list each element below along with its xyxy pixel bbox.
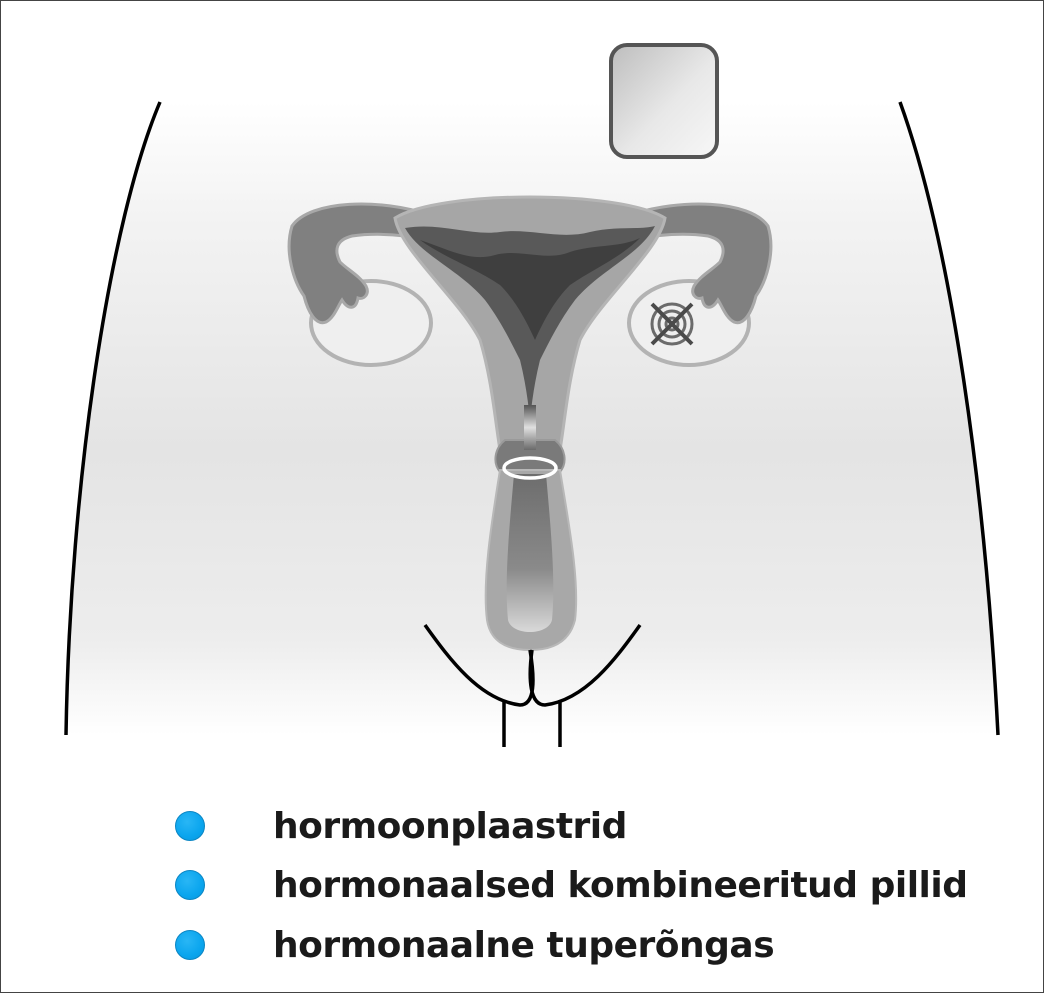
legend-item-ring: hormonaalne tuperõngas bbox=[175, 915, 774, 975]
bullet-icon bbox=[175, 930, 205, 960]
bullet-icon bbox=[175, 870, 205, 900]
legend-label: hormonaalne tuperõngas bbox=[273, 925, 774, 966]
legend-label: hormonaalsed kombineeritud pillid bbox=[273, 865, 967, 906]
legend-label: hormoonplaastrid bbox=[273, 806, 627, 847]
legend-item-patch: hormoonplaastrid bbox=[175, 796, 627, 856]
bullet-icon bbox=[175, 811, 205, 841]
legend-item-pills: hormonaalsed kombineeritud pillid bbox=[175, 855, 967, 915]
